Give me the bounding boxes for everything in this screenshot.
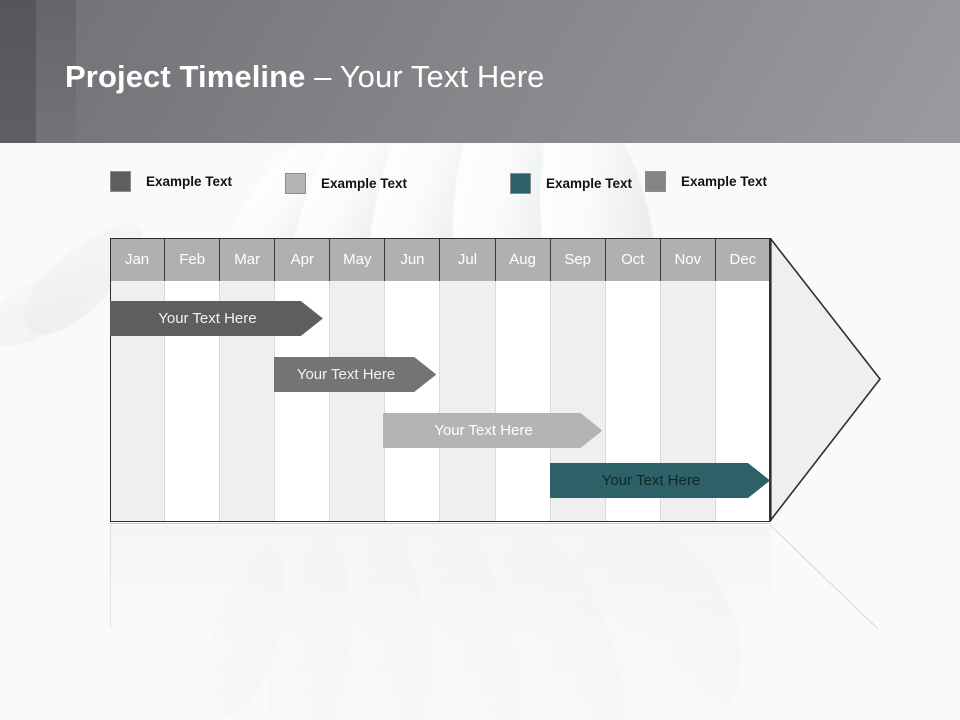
timeline-bar-label: Your Text Here — [434, 422, 533, 439]
month-header-sep[interactable]: Sep — [550, 238, 606, 281]
legend-swatch-icon — [645, 170, 666, 192]
legend-item-2[interactable]: Example Text — [285, 170, 407, 196]
legend-item-label: Example Text — [146, 173, 233, 189]
month-header-apr[interactable]: Apr — [275, 238, 331, 281]
month-header-jan[interactable]: Jan — [110, 238, 166, 281]
header-band-main — [76, 0, 960, 143]
legend-item-4[interactable]: Example Text — [645, 168, 767, 194]
timeline-bar-4[interactable]: Your Text Here — [550, 463, 770, 498]
timeline-bar-label: Your Text Here — [601, 472, 701, 489]
arrow-head-edge — [770, 238, 772, 521]
legend: Example Text Example Text Example Text Exam… — [110, 168, 830, 196]
legend-item-label: Example Text — [321, 175, 408, 191]
month-column-jan — [110, 238, 166, 522]
month-header-dec[interactable]: Dec — [715, 238, 770, 281]
page-title-strong: Project Timeline — [65, 59, 306, 94]
timeline-bar-2[interactable]: Your Text Here — [273, 357, 437, 392]
month-header-oct[interactable]: Oct — [605, 238, 661, 281]
timeline-bar-1[interactable]: Your Text Here — [110, 301, 323, 336]
timeline-bar-shape — [110, 301, 323, 336]
timeline-bar-shape — [550, 463, 770, 498]
month-column-aug — [495, 238, 551, 522]
legend-item-label: Example Text — [681, 173, 768, 189]
month-header-feb[interactable]: Feb — [165, 238, 221, 281]
legend-swatch-icon — [285, 172, 306, 194]
month-header-aug[interactable]: Aug — [495, 238, 551, 281]
month-header-nov[interactable]: Nov — [660, 238, 716, 281]
page-title-light: – Your Text Here — [305, 59, 545, 94]
month-column-jul — [440, 238, 496, 522]
timeline-bar-label: Your Text Here — [158, 310, 257, 327]
header-band-dark — [0, 0, 36, 143]
month-column-feb — [165, 238, 221, 522]
timeline-bar-shape — [273, 357, 437, 392]
month-header-jul[interactable]: Jul — [440, 238, 496, 281]
legend-swatch-icon — [110, 170, 131, 192]
timeline-arrow-head — [770, 238, 882, 522]
month-header-may[interactable]: May — [330, 238, 386, 281]
arrow-head-shape — [770, 238, 882, 522]
legend-item-1[interactable]: Example Text — [110, 168, 232, 194]
month-header-mar[interactable]: Mar — [220, 238, 276, 281]
legend-item-label: Example Text — [546, 175, 633, 191]
legend-item-3[interactable]: Example Text — [510, 170, 632, 196]
header-band-mid — [36, 0, 76, 143]
month-header-jun[interactable]: Jun — [385, 238, 441, 281]
timeline-bar-shape — [382, 413, 603, 448]
timeline-bar-3[interactable]: Your Text Here — [382, 413, 603, 448]
timeline-bar-label: Your Text Here — [296, 366, 396, 383]
legend-swatch-icon — [510, 172, 531, 194]
slide-header-band: Project Timeline – Your Text Here — [0, 0, 960, 143]
page-title: Project Timeline – Your Text Here — [65, 58, 544, 96]
month-column-mar — [220, 238, 276, 522]
